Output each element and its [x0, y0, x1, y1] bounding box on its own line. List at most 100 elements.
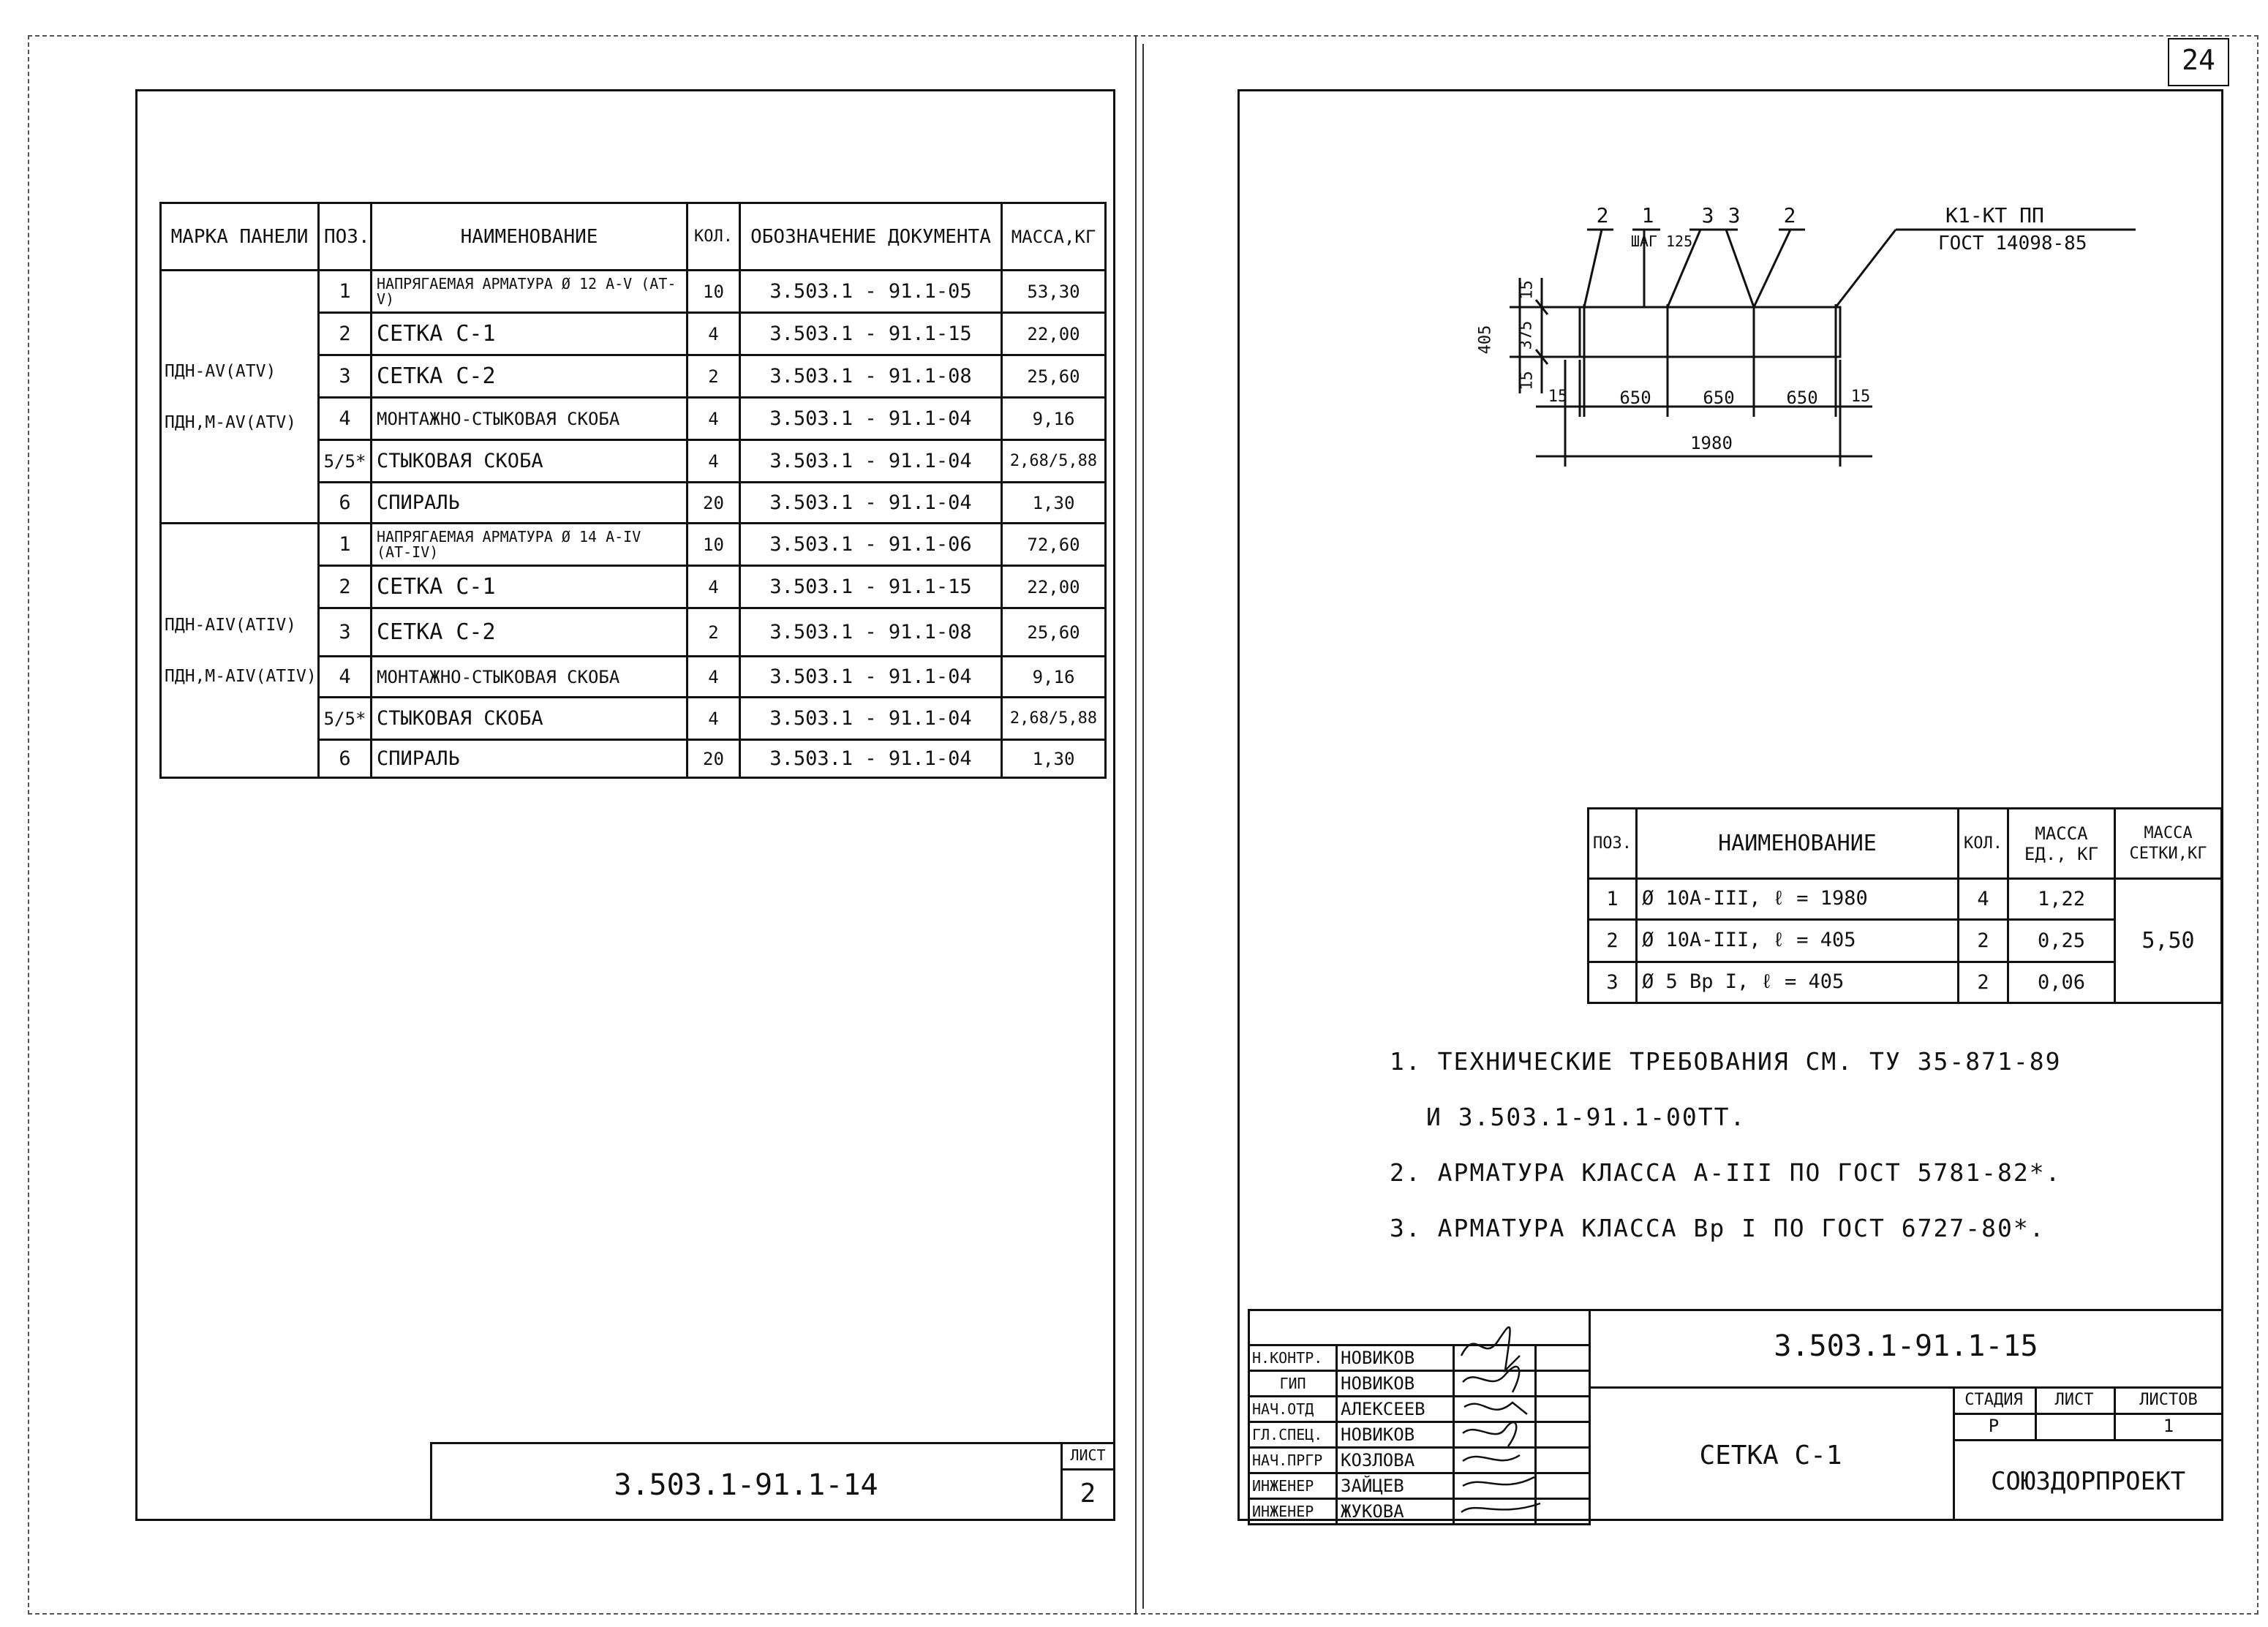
group-mark-1: ПДН-АV(АТV) ПДН,М-АV(АТV) — [159, 269, 320, 524]
sig-role: НАЧ.ОТД — [1248, 1395, 1338, 1423]
table-row-doc: 3.503.1 - 91.1-04 — [739, 655, 1003, 698]
group-mark-2-line2: ПДН,М-АIV(АТIV) — [165, 666, 317, 686]
table-row-name: СПИРАЛЬ — [370, 739, 688, 779]
sheets-value: 1 — [2163, 1416, 2174, 1436]
spec-total-mass: 5,50 — [2114, 877, 2223, 1004]
spec-row-name: Ø 10А-III, ℓ = 1980 — [1635, 877, 1959, 921]
header-mark: МАРКА ПАНЕЛИ — [159, 202, 320, 271]
table-row-mass: 22,00 — [1001, 312, 1107, 356]
table-row-mass: 25,60 — [1001, 607, 1107, 657]
sig-role: ИНЖЕНЕР — [1248, 1472, 1338, 1500]
sheet-fold-line-2 — [1142, 44, 1144, 1609]
spec-row-pos: 1 — [1587, 877, 1638, 921]
table-row-qty: 4 — [686, 312, 741, 356]
dim-span-2: 650 — [1703, 388, 1735, 408]
table-row-doc: 3.503.1 - 91.1-06 — [739, 522, 1003, 567]
spec-row-pos: 2 — [1587, 918, 1638, 963]
spec-row-mass: 0,25 — [2007, 918, 2116, 963]
table-row-name: СЕТКА С-2 — [370, 354, 688, 399]
sig-date — [1534, 1395, 1591, 1423]
signature-mark — [1453, 1370, 1537, 1397]
sig-name: ЖУКОВА — [1335, 1498, 1455, 1525]
signature-scribble — [1462, 1365, 1521, 1393]
note-3: 3. АРМАТУРА КЛАССА Вр I ПО ГОСТ 6727-80*… — [1390, 1214, 2046, 1242]
dim-overall-length: 1980 — [1690, 433, 1733, 453]
header-mass: МАССА,КГ — [1001, 202, 1107, 271]
table-row-name: НАПРЯГАЕМАЯ АРМАТУРА Ø 12 А-V (АТ-V) — [370, 269, 688, 314]
table-row-name: МОНТАЖНО-СТЫКОВАЯ СКОБА — [370, 655, 688, 698]
spec-header-mass-total: МАССА СЕТКИ,КГ — [2114, 807, 2223, 880]
title-block-divider-2 — [1953, 1386, 1955, 1521]
table-row-pos: 2 — [317, 565, 372, 609]
callout-label: 2 — [1596, 203, 1609, 227]
table-row-qty: 10 — [686, 522, 741, 567]
sig-name: НОВИКОВ — [1335, 1370, 1455, 1397]
header-qty: КОЛ. — [686, 202, 741, 271]
left-stamp-sheet: 2 — [1080, 1479, 1096, 1509]
table-row-qty: 10 — [686, 269, 741, 314]
stage-value: Р — [1988, 1416, 2000, 1436]
table-row-doc: 3.503.1 - 91.1-15 — [739, 312, 1003, 356]
table-row-doc: 3.503.1 - 91.1-08 — [739, 607, 1003, 657]
signature-scribble — [1460, 1326, 1521, 1373]
table-row-mass: 25,60 — [1001, 354, 1107, 399]
signature-mark — [1453, 1395, 1537, 1423]
table-row-name: СТЫКОВАЯ СКОБА — [370, 696, 688, 741]
ref-line2: ГОСТ 14098-85 — [1938, 233, 2087, 254]
sig-role: НАЧ.ПРГР — [1248, 1446, 1338, 1474]
table-row-pos: 2 — [317, 312, 372, 356]
sig-name: НОВИКОВ — [1335, 1421, 1455, 1449]
dim-edge-left: 15 — [1548, 388, 1568, 406]
table-row-name: СПИРАЛЬ — [370, 481, 688, 524]
leader-line — [1725, 229, 1755, 308]
note-1: 1. ТЕХНИЧЕСКИЕ ТРЕБОВАНИЯ СМ. ТУ 35-871-… — [1390, 1047, 2062, 1076]
title-block-divider — [1589, 1309, 1591, 1521]
table-row-doc: 3.503.1 - 91.1-04 — [739, 396, 1003, 441]
mesh-drawing — [1510, 228, 2136, 467]
leader-line — [1666, 229, 1702, 308]
left-stamp-divider — [1060, 1442, 1063, 1521]
table-row-name: СЕТКА С-1 — [370, 312, 688, 356]
header-name: НАИМЕНОВАНИЕ — [370, 202, 688, 271]
table-row-doc: 3.503.1 - 91.1-04 — [739, 439, 1003, 483]
spec-row-qty: 2 — [1957, 961, 2009, 1004]
drawing-title: СЕТКА С-1 — [1699, 1441, 1842, 1471]
spec-header-name: НАИМЕНОВАНИЕ — [1635, 807, 1959, 880]
table-row-doc: 3.503.1 - 91.1-15 — [739, 565, 1003, 609]
table-row-doc: 3.503.1 - 91.1-05 — [739, 269, 1003, 314]
sheet-outline — [28, 35, 2258, 1615]
signature-scribble — [1461, 1502, 1541, 1514]
signature-scribble — [1462, 1454, 1521, 1462]
sig-role: ГЛ.СПЕЦ. — [1248, 1421, 1338, 1449]
page-number-box — [2168, 38, 2229, 86]
table-row-mass: 9,16 — [1001, 396, 1107, 441]
leader-line — [1834, 229, 1897, 308]
table-row-doc: 3.503.1 - 91.1-04 — [739, 696, 1003, 741]
sig-role: ИНЖЕНЕР — [1248, 1498, 1338, 1525]
sheet-fold-line — [1135, 35, 1137, 1615]
table-row-pos: 5/5* — [317, 696, 372, 741]
table-row-mass: 9,16 — [1001, 655, 1107, 698]
table-row-mass: 1,30 — [1001, 481, 1107, 524]
spec-row-mass: 0,06 — [2007, 961, 2116, 1004]
table-row-pos: 6 — [317, 739, 372, 779]
title-block-code: 3.503.1-91.1-15 — [1774, 1329, 2038, 1363]
dim-overall-height: 405 — [1476, 325, 1495, 355]
sig-name: НОВИКОВ — [1335, 1344, 1455, 1372]
table-row-qty: 4 — [686, 696, 741, 741]
table-row-qty: 4 — [686, 565, 741, 609]
sig-name: ЗАЙЦЕВ — [1335, 1472, 1455, 1500]
sig-name: АЛЕКСЕЕВ — [1335, 1395, 1455, 1423]
spec-row-pos: 3 — [1587, 961, 1638, 1004]
spec-header-mass-unit: МАССА ЕД., КГ — [2007, 807, 2116, 880]
stage-col-1 — [2035, 1386, 2037, 1439]
dim-inner-height: 375 — [1517, 320, 1536, 350]
spec-header-pos: ПОЗ. — [1587, 807, 1638, 880]
leader-line — [1752, 229, 1792, 308]
table-row-qty: 2 — [686, 607, 741, 657]
dim-edge-bottom: 15 — [1518, 371, 1537, 390]
signature-scribble — [1462, 1476, 1535, 1487]
signature-scribble — [1462, 1421, 1518, 1447]
tick — [1534, 349, 1549, 365]
